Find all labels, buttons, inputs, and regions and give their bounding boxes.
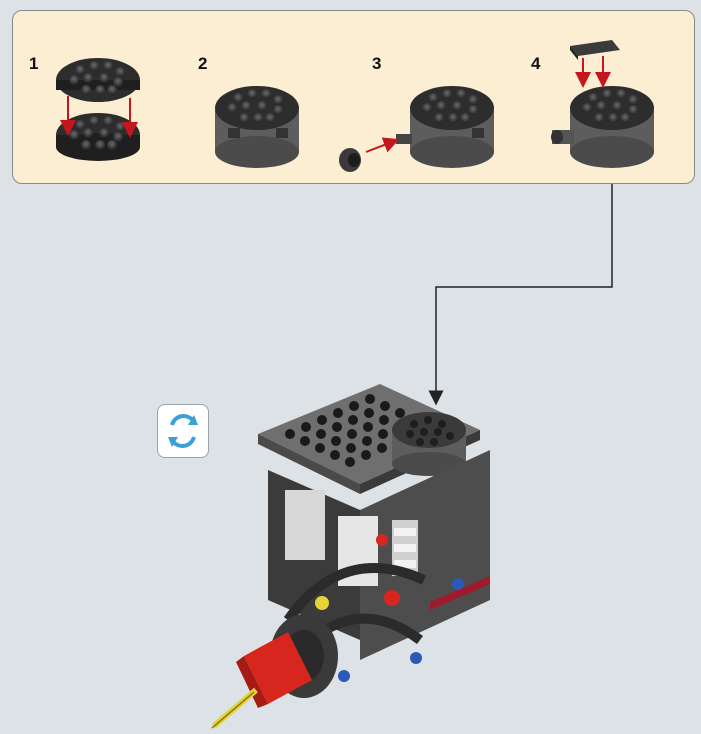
step1-illustration bbox=[56, 58, 140, 161]
step-number-3: 3 bbox=[372, 54, 382, 73]
step-number-1: 1 bbox=[29, 54, 39, 73]
main-model-illustration bbox=[211, 384, 490, 729]
rotate-model-icon bbox=[168, 414, 198, 448]
step4-illustration bbox=[551, 40, 654, 168]
step-number-2: 2 bbox=[198, 54, 208, 73]
callout-connector bbox=[428, 184, 613, 406]
rotate-badge bbox=[157, 404, 209, 458]
step2-illustration bbox=[215, 86, 299, 168]
step3-illustration bbox=[339, 86, 494, 172]
step-number-4: 4 bbox=[531, 54, 541, 73]
